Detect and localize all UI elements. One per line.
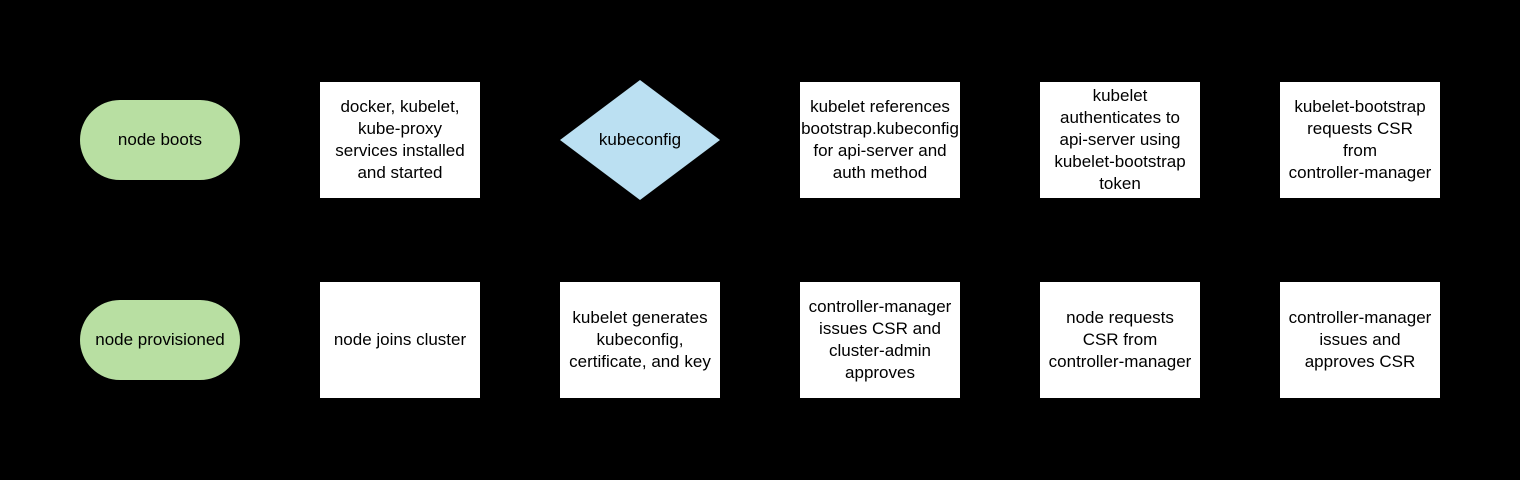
process-services-installed: docker, kubelet, kube-proxy services ins… (320, 82, 480, 198)
terminator-node-provisioned: node provisioned (80, 300, 240, 380)
terminator-node-boots: node boots (80, 100, 240, 180)
process-node-requests-csr: node requests CSR from controller-manage… (1040, 282, 1200, 398)
process-controller-manager-issues-approves: controller-manager issues and approves C… (1280, 282, 1440, 398)
process-kubelet-generates: kubelet generates kubeconfig, certificat… (560, 282, 720, 398)
process-kubelet-bootstrap-requests-csr: kubelet-bootstrap requests CSR from cont… (1280, 82, 1440, 198)
process-kubelet-authenticates: kubelet authenticates to api-server usin… (1040, 82, 1200, 198)
decision-kubeconfig: kubeconfig (560, 80, 720, 200)
process-kubelet-references-bootstrap: kubelet references bootstrap.kubeconfig … (800, 82, 960, 198)
process-controller-manager-issues-cluster-admin-approves: controller-manager issues CSR and cluste… (800, 282, 960, 398)
process-node-joins-cluster: node joins cluster (320, 282, 480, 398)
